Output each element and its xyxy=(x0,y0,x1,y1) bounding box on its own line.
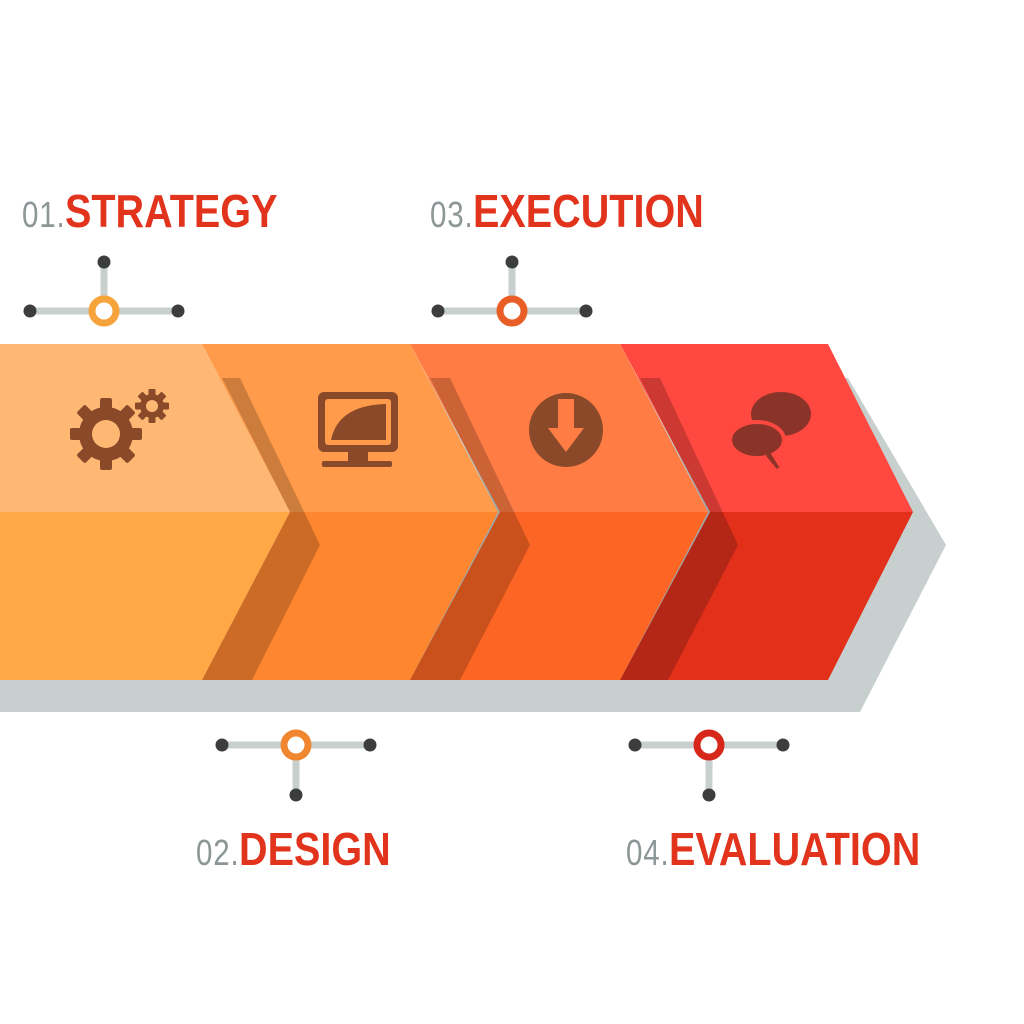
step-4-number: 04. xyxy=(626,832,670,873)
arrow-segment-3-bottom xyxy=(410,512,708,680)
gears-icon xyxy=(70,389,169,470)
chevron-shadows xyxy=(202,378,738,680)
step-3-title: EXECUTION xyxy=(473,185,704,237)
step-4-label: 04.EVALUATION xyxy=(626,826,961,872)
step-3-label: 03.EXECUTION xyxy=(430,188,741,234)
arrow-segment-4-bottom xyxy=(620,512,913,680)
arrow-segment-1-top xyxy=(0,344,290,512)
connector-step-3 xyxy=(431,255,593,327)
arrow-segment-2-bottom xyxy=(202,512,498,680)
step-4-title: EVALUATION xyxy=(669,823,921,875)
step-2-title: DESIGN xyxy=(239,823,391,875)
step-2-number: 02. xyxy=(196,832,240,873)
connector-step-1 xyxy=(23,255,185,327)
speech-bubbles-icon xyxy=(728,392,811,469)
download-arrow-icon xyxy=(529,393,603,467)
step-1-label: 01.STRATEGY xyxy=(22,188,312,234)
step-3-number: 03. xyxy=(430,194,474,235)
monitor-icon xyxy=(318,392,398,467)
connector-step-4 xyxy=(628,729,790,802)
connector-step-2 xyxy=(215,729,377,802)
step-2-label: 02.DESIGN xyxy=(196,826,415,872)
step-1-title: STRATEGY xyxy=(65,185,278,237)
arrow-segment-1-bottom xyxy=(0,512,290,680)
step-1-number: 01. xyxy=(22,194,66,235)
